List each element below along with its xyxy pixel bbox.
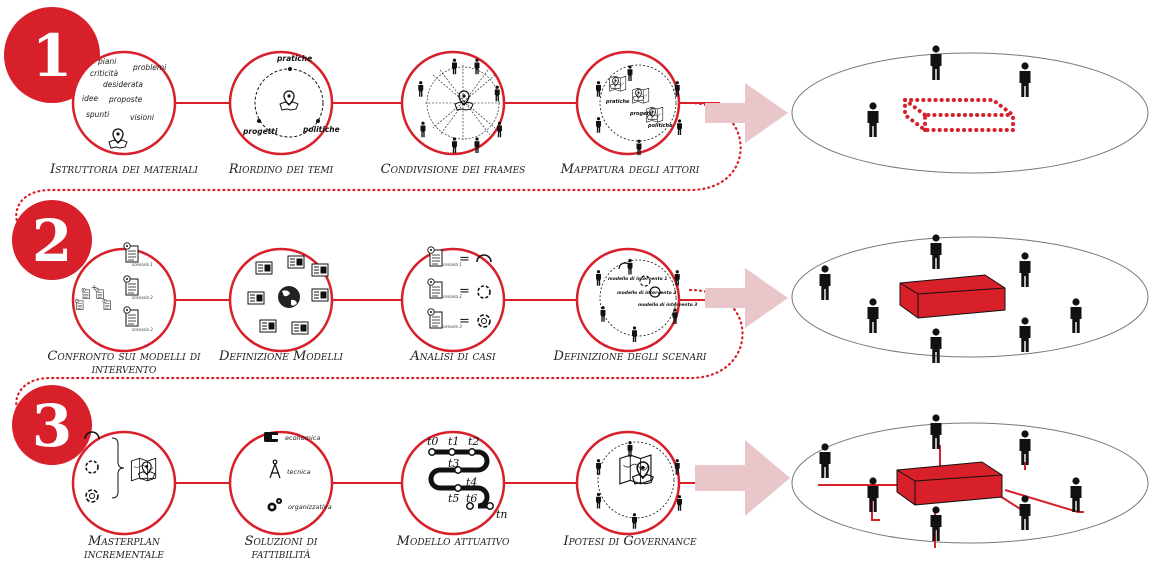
label-politiche-2: politiche: [647, 123, 673, 129]
document-icon: [123, 275, 139, 296]
word-problemi: problemi: [132, 63, 167, 72]
feasibility-organizzativa: organizzativa: [288, 503, 332, 511]
plus-sign: +: [91, 283, 97, 292]
label-politiche: politiche: [302, 125, 340, 134]
step-badge-2: 2: [12, 200, 92, 280]
caption-definizione-scenari: Definizione degli scenari: [553, 349, 707, 364]
step-badge-3: 3: [12, 385, 92, 465]
time-tn: tn: [496, 508, 508, 521]
arrow-right-icon: [695, 83, 790, 516]
circle-confronto: scenario 1 scenario 2 scenario 3 +: [71, 242, 177, 353]
circle-soluzioni: economica tecnica organizzativa: [228, 430, 334, 536]
circle-riordino: pratiche progetti politiche: [228, 50, 340, 156]
word-piani: piani: [97, 57, 117, 66]
globe-icon: [278, 286, 300, 308]
svg-text:scenario 3: scenario 3: [441, 324, 462, 329]
circle-istruttoria: piani problemi criticità desiderata idee…: [71, 50, 177, 156]
scenario-label-2: scenario 2: [132, 295, 153, 300]
step-number-3: 3: [32, 392, 72, 460]
time-t5: t5: [448, 492, 459, 505]
time-t4: t4: [466, 476, 477, 489]
caption-mappatura: Mappatura degli attori: [560, 162, 700, 177]
feasibility-economica: economica: [285, 434, 320, 442]
svg-text:=: =: [459, 314, 470, 329]
step-badge-1: 1: [4, 7, 100, 103]
document-icon: [427, 278, 443, 299]
word-proposte: proposte: [108, 95, 143, 104]
circle-governance: [575, 430, 682, 536]
document-icon: [123, 242, 139, 263]
wallet-icon: [264, 432, 278, 442]
circle-mappatura: pratiche progetti politiche: [575, 50, 682, 156]
circle-definizione-scenari: modello di intervento 1 modello di inter…: [575, 247, 697, 353]
gears-icon: [267, 498, 282, 512]
caption-soluzioni: Soluzioni di fattibilità: [244, 534, 318, 562]
svg-text:scenario 1: scenario 1: [441, 262, 462, 267]
caption-condivisione: Condivisione dei frames: [380, 162, 526, 177]
time-t0: t0: [427, 435, 438, 448]
scene-1: [791, 45, 1149, 174]
caption-governance: Ipotesi di Governance: [563, 534, 697, 549]
step-number-1: 1: [32, 22, 72, 90]
intervention-label-3: modello di intervento 3: [638, 302, 697, 308]
compass-icon: [269, 459, 281, 479]
svg-text:=: =: [459, 284, 470, 299]
caption-masterplan: Masterplan incrementale: [84, 534, 164, 562]
time-t2: t2: [468, 435, 479, 448]
word-criticita: criticità: [90, 69, 118, 78]
circle-condivisione: [400, 50, 506, 156]
caption-modello-attuativo: Modello attuativo: [396, 534, 510, 549]
connectors: [175, 102, 720, 484]
circle-definizione-modelli: [228, 247, 334, 353]
step-number-2: 2: [32, 207, 72, 275]
caption-confronto: Confronto sui modelli di intervento: [47, 349, 201, 377]
label-pratiche: pratiche: [276, 54, 312, 63]
word-spunti: spunti: [86, 110, 110, 119]
svg-text:scenario 2: scenario 2: [441, 294, 462, 299]
time-t6: t6: [466, 492, 477, 505]
word-idee: idee: [82, 94, 98, 103]
word-visioni: visioni: [130, 113, 155, 122]
label-pratiche-2: pratiche: [605, 99, 630, 105]
circle-modello-attuativo: t0 t1 t2 t3 t4 t5 t6 tn: [400, 430, 508, 536]
label-progetti-2: progetti: [629, 111, 653, 117]
caption-analisi-casi: Analisi di casi: [410, 349, 496, 364]
feasibility-tecnica: tecnica: [287, 468, 311, 476]
intervention-label-1: modello di intervento 1: [608, 276, 667, 282]
scenario-label-3: scenario 3: [132, 327, 153, 332]
svg-text:=: =: [459, 252, 470, 267]
word-desiderata: desiderata: [103, 80, 143, 89]
time-t3: t3: [448, 457, 459, 470]
caption-definizione-modelli: Definizione Modelli: [219, 349, 343, 364]
scene-3: [791, 414, 1149, 548]
intervention-label-2: modello di intervento 2: [617, 290, 676, 296]
label-progetti: progetti: [242, 127, 278, 136]
scene-2: [791, 234, 1149, 363]
time-t1: t1: [448, 435, 459, 448]
circle-masterplan: [71, 430, 177, 536]
caption-istruttoria: Istruttoria dei materiali: [50, 162, 198, 177]
scenario-label-1: scenario 1: [132, 262, 153, 267]
document-icon: [427, 308, 443, 329]
circle-analisi-casi: scenario 1 scenario 2 scenario 3 = = =: [400, 246, 506, 353]
caption-riordino: Riordino dei temi: [228, 162, 334, 177]
document-icon: [123, 306, 139, 327]
document-icon: [427, 246, 443, 267]
